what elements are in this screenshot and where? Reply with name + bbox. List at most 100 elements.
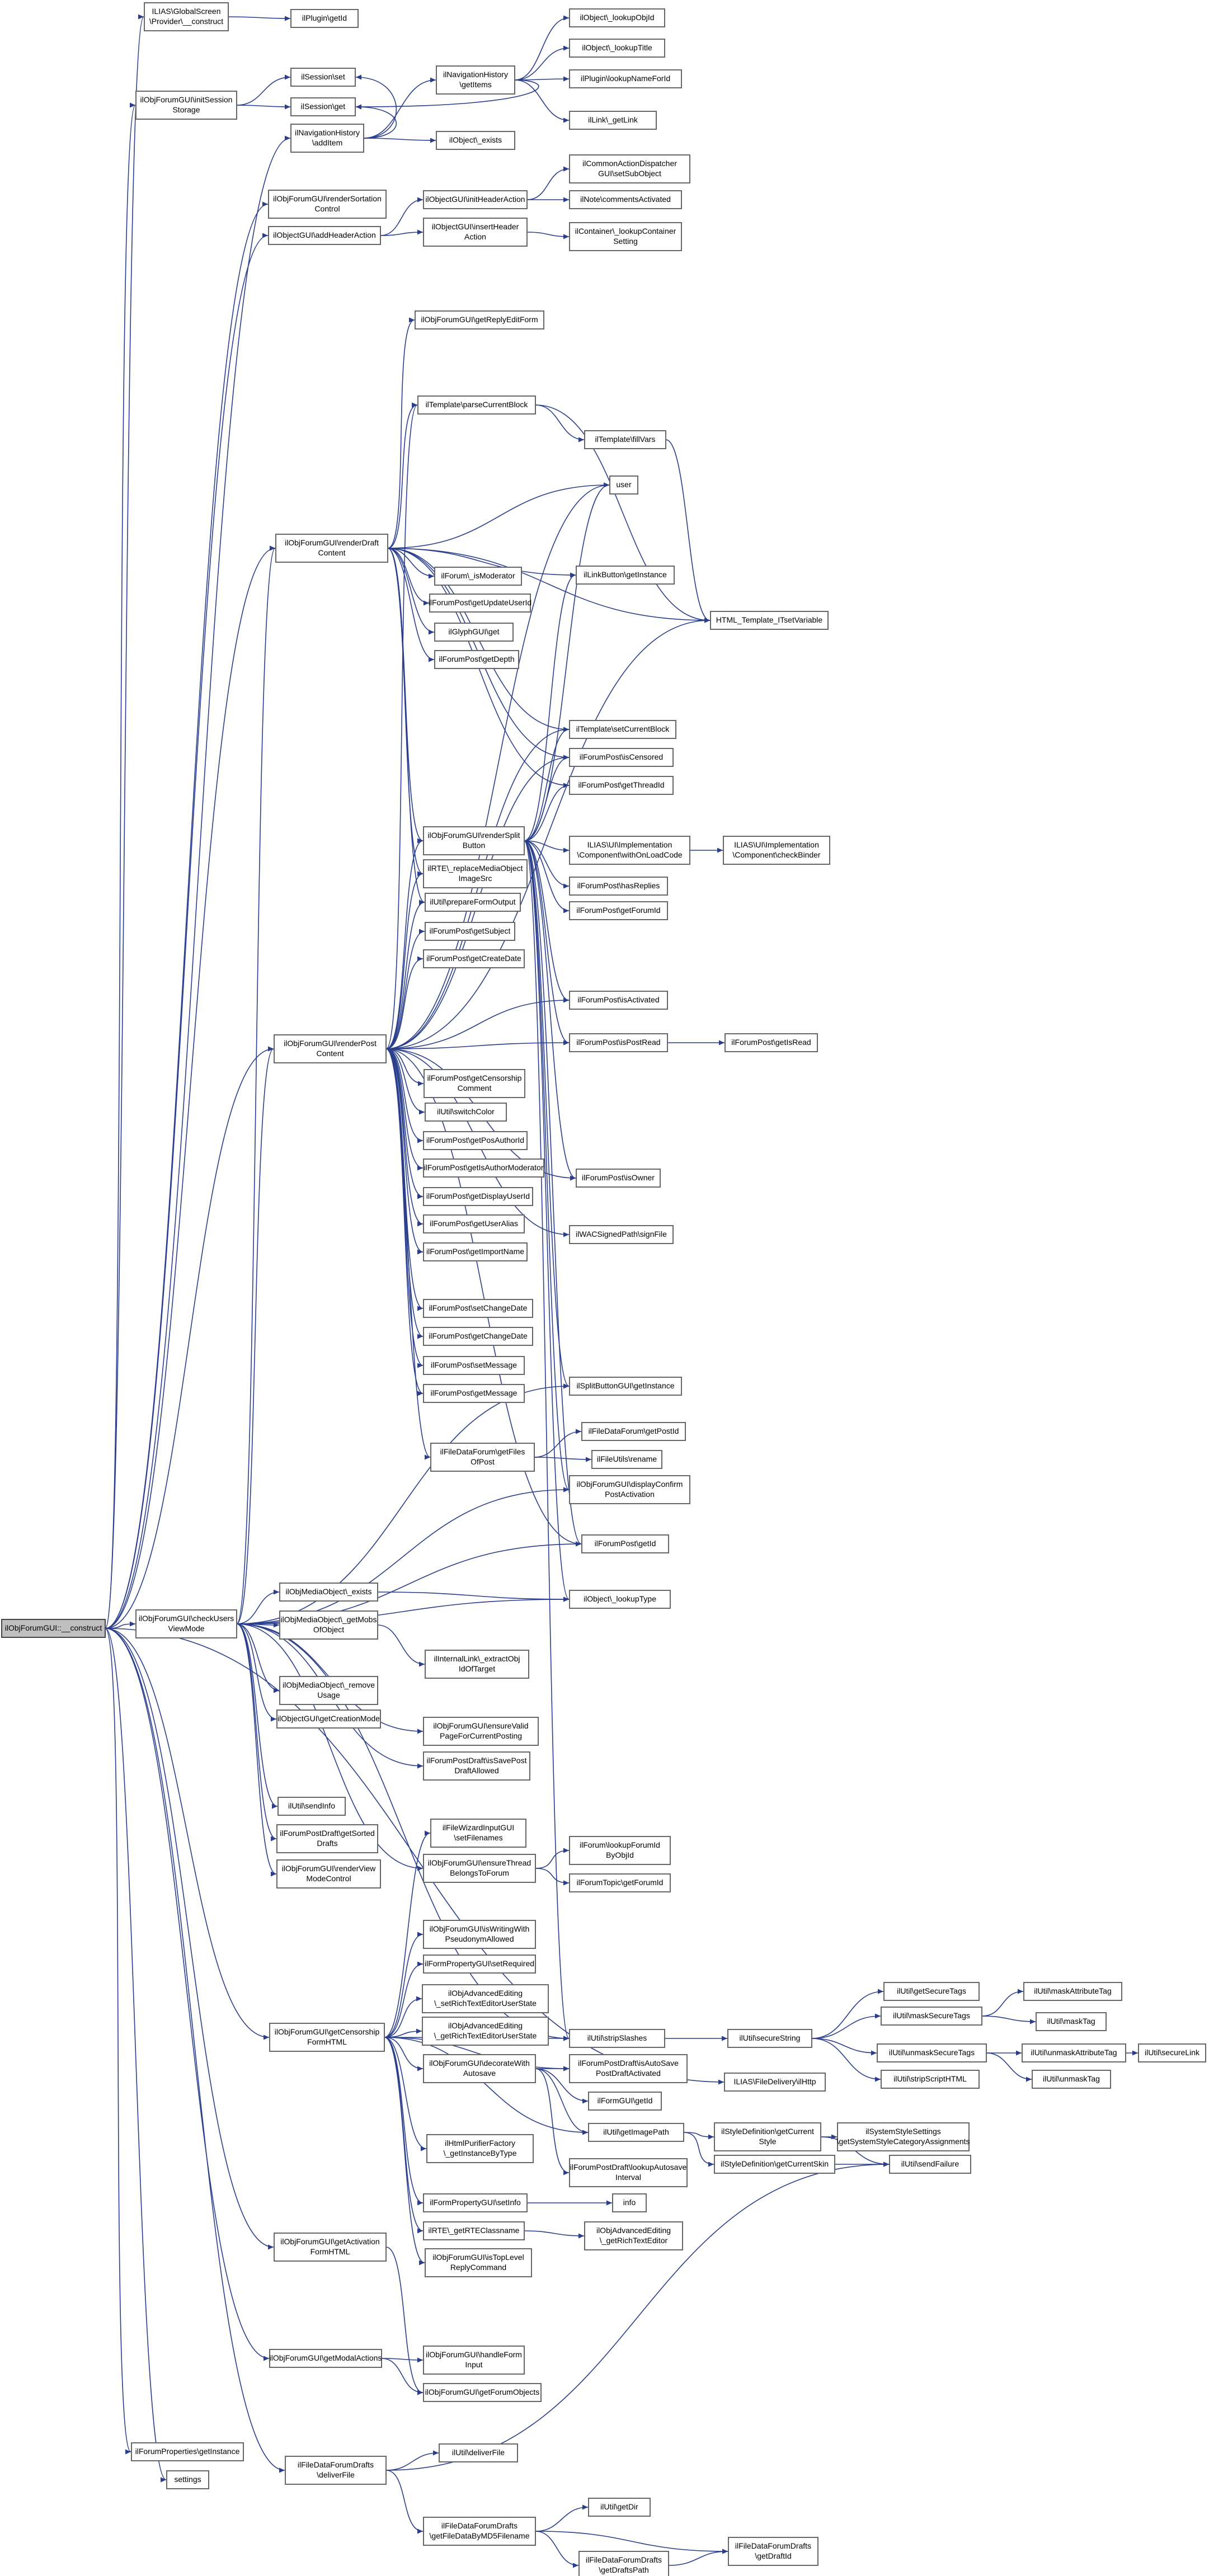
node-tpl-setcur[interactable]: ilTemplate\setCurrentBlock: [569, 720, 676, 739]
node-delivery-http[interactable]: ILIAS\FileDelivery\ilHttp: [724, 2073, 826, 2092]
node-strip-script[interactable]: ilUtil\stripScriptHTML: [881, 2070, 980, 2089]
node-user[interactable]: user: [609, 475, 638, 495]
node-reply-edit-form[interactable]: ilObjForumGUI\getReplyEditForm: [415, 310, 544, 329]
node-unmask-attr-tag[interactable]: ilUtil\unmaskAttributeTag: [1022, 2043, 1126, 2062]
node-sys-style[interactable]: ilSystemStyleSettings\getSystemStyleCate…: [836, 2122, 970, 2151]
node-get-display-user[interactable]: ilForumPost\getDisplayUserId: [423, 1187, 533, 1206]
node-mask-attr-tag[interactable]: ilUtil\maskAttributeTag: [1023, 1982, 1122, 2001]
node-session-set[interactable]: ilSession\set: [290, 68, 356, 87]
node-get-pos-author[interactable]: ilForumPost\getPosAuthorId: [423, 1131, 528, 1150]
node-obj-exists[interactable]: ilObject\_exists: [436, 131, 515, 150]
node-fdd-path[interactable]: ilFileDataForumDrafts\getDraftsPath: [578, 2551, 669, 2576]
node-writing-pseudonym[interactable]: ilObjForumGUI\isWritingWithPseudonymAllo…: [423, 1920, 536, 1949]
node-glyph[interactable]: ilGlyphGUI\get: [434, 623, 514, 642]
node-lookup-type[interactable]: ilObject\_lookupType: [569, 1590, 671, 1609]
node-unmask-secure-tags[interactable]: ilUtil\unmaskSecureTags: [877, 2043, 987, 2062]
node-get-message[interactable]: ilForumPost\getMessage: [423, 1384, 525, 1403]
node-set-message[interactable]: ilForumPost\setMessage: [423, 1356, 525, 1375]
node-settings[interactable]: settings: [166, 2470, 209, 2489]
node-display-confirm[interactable]: ilObjForumGUI\displayConfirmPostActivati…: [569, 1475, 690, 1504]
node-get-secure-tags[interactable]: ilUtil\getSecureTags: [883, 1982, 980, 2001]
node-init-header[interactable]: ilObjectGUI\initHeaderAction: [423, 190, 528, 209]
node-strip-slashes[interactable]: ilUtil\stripSlashes: [569, 2029, 665, 2048]
node-util-getdir[interactable]: ilUtil\getDir: [588, 2498, 651, 2517]
node-media-exists[interactable]: ilObjMediaObject\_exists: [279, 1583, 378, 1602]
node-ui-checkbinder[interactable]: ILIAS\UI\Implementation\Component\checkB…: [723, 836, 830, 865]
node-fdd-md5[interactable]: ilFileDataForumDrafts\getFileDataByMD5Fi…: [423, 2517, 536, 2546]
node-creation-mode[interactable]: ilObjectGUI\getCreationMode: [276, 1710, 381, 1729]
node-lookup-title[interactable]: ilObject\_lookupTitle: [569, 39, 665, 58]
node-ensure-valid-page[interactable]: ilObjForumGUI\ensureValidPageForCurrentP…: [423, 1717, 539, 1746]
node-lookup-objid[interactable]: ilObject\_lookupObjId: [569, 8, 665, 27]
node-get-thread[interactable]: ilForumPost\getThreadId: [569, 776, 674, 795]
node-get-is-author-mod[interactable]: ilForumPost\getIsAuthorModerator: [423, 1159, 544, 1178]
node-form-getid[interactable]: ilFormGUI\getId: [588, 2092, 662, 2111]
node-link-getlink[interactable]: ilLink\_getLink: [569, 111, 657, 130]
node-autosave-draft[interactable]: ilForumPostDraft\isAutoSavePostDraftActi…: [569, 2054, 688, 2083]
node-tpl-parse[interactable]: ilTemplate\parseCurrentBlock: [417, 395, 536, 415]
node-get-image-path[interactable]: ilUtil\getImagePath: [588, 2123, 684, 2142]
node-comments-activated[interactable]: ilNote\commentsActivated: [569, 190, 682, 209]
node-is-activated[interactable]: ilForumPost\isActivated: [569, 991, 668, 1010]
node-fdd-draftid[interactable]: ilFileDataForumDrafts\getDraftId: [728, 2537, 818, 2566]
node-signed-path[interactable]: ilWACSignedPath\signFile: [569, 1225, 674, 1244]
node-modal-actions[interactable]: ilObjForumGUI\getModalActions: [269, 2349, 382, 2368]
node-forum-props[interactable]: ilForumProperties\getInstance: [131, 2442, 244, 2461]
node-util-deliver[interactable]: ilUtil\deliverFile: [439, 2443, 518, 2462]
node-unmask-tag[interactable]: ilUtil\unmaskTag: [1032, 2070, 1111, 2089]
node-mask-secure-tags[interactable]: ilUtil\maskSecureTags: [881, 2007, 982, 2026]
node-get-user-alias[interactable]: ilForumPost\getUserAlias: [423, 1214, 525, 1233]
node-adv-get-state[interactable]: ilObjAdvancedEditing\_getRichTextEditorU…: [422, 2017, 549, 2046]
node-lookup-name-forid[interactable]: ilPlugin\lookupNameForId: [569, 69, 682, 88]
node-split-button[interactable]: ilSplitButtonGUI\getInstance: [569, 1377, 682, 1396]
node-get-depth[interactable]: ilForumPost\getDepth: [434, 650, 519, 669]
node-prepare-form[interactable]: ilUtil\prepareFormOutput: [425, 893, 521, 912]
node-get-create-date[interactable]: ilForumPost\getCreateDate: [423, 949, 525, 968]
node-adv-set-state[interactable]: ilObjAdvancedEditing\_setRichTextEditorU…: [422, 1984, 549, 2013]
node-adv-get-editor[interactable]: ilObjAdvancedEditing\_getRichTextEditor: [584, 2221, 683, 2250]
node-link-button[interactable]: ilLinkButton\getInstance: [576, 566, 675, 585]
node-post-get-id[interactable]: ilForumPost\getId: [581, 1534, 669, 1553]
node-switch-color[interactable]: ilUtil\switchColor: [425, 1103, 507, 1122]
node-is-moderator[interactable]: ilForum\_isModerator: [434, 567, 522, 586]
node-nav-additem[interactable]: ilNavigationHistory\addItem: [290, 124, 364, 153]
node-tpl-fill[interactable]: ilTemplate\fillVars: [584, 430, 666, 449]
node-plugin-getid[interactable]: ilPlugin\getId: [290, 9, 359, 28]
node-send-info[interactable]: ilUtil\sendInfo: [277, 1797, 346, 1816]
node-get-change-date[interactable]: ilForumPost\getChangeDate: [423, 1327, 533, 1346]
node-file-wizard[interactable]: ilFileWizardInputGUI\setFilenames: [430, 1819, 526, 1848]
node-session-get[interactable]: ilSession\get: [290, 97, 356, 116]
node-secure-link[interactable]: ilUtil\secureLink: [1138, 2043, 1206, 2062]
node-forum-objects[interactable]: ilObjForumGUI\getForumObjects: [423, 2383, 542, 2402]
node-secure-string[interactable]: ilUtil\secureString: [727, 2029, 812, 2048]
node-form-setinfo[interactable]: ilFormPropertyGUI\setInfo: [423, 2193, 528, 2212]
node-purifier-factory[interactable]: ilHtmlPurifierFactory\_getInstanceByType: [426, 2134, 534, 2163]
node-get-subject[interactable]: ilForumPost\getSubject: [425, 922, 515, 941]
node-is-censored[interactable]: ilForumPost\isCensored: [569, 748, 674, 767]
node-get-forum-id[interactable]: ilForumPost\getForumId: [569, 901, 668, 920]
node-set-change-date[interactable]: ilForumPost\setChangeDate: [423, 1299, 533, 1318]
node-root[interactable]: ilObjForumGUI::__construct: [1, 1619, 106, 1638]
node-add-header[interactable]: ilObjectGUI\addHeaderAction: [268, 226, 381, 245]
node-get-update-user[interactable]: ilForumPost\getUpdateUserId: [429, 594, 531, 613]
node-has-replies[interactable]: ilForumPost\hasReplies: [569, 877, 668, 896]
